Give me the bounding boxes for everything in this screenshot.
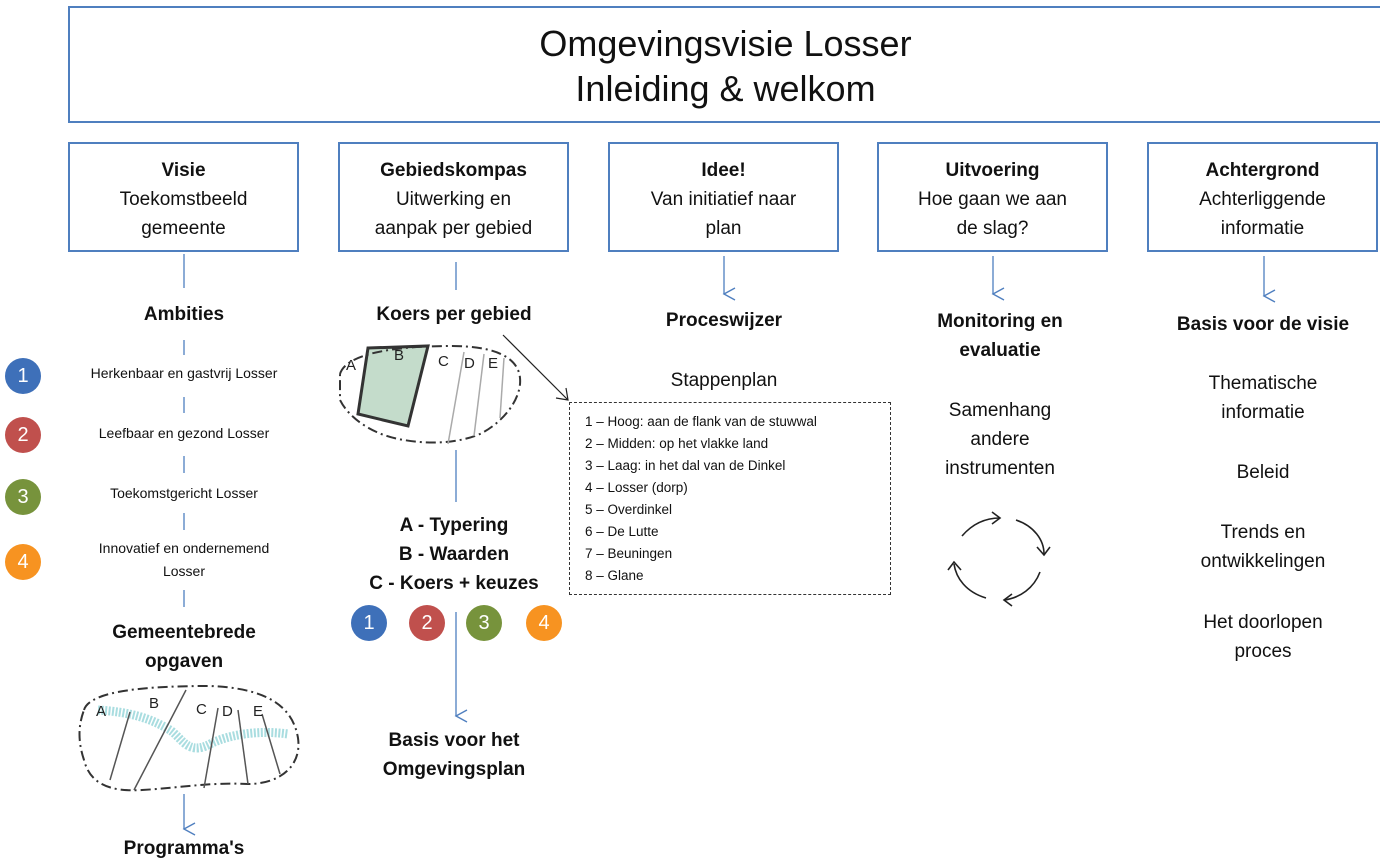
koers-title: Koers per gebied <box>376 304 532 325</box>
cycle-arrows-icon <box>947 511 1051 607</box>
samenhang-line: instrumenten <box>945 458 1055 479</box>
abc-list: A - Typering B - Waarden C - Koers + keu… <box>339 511 569 598</box>
title-box: Omgevingsvisie Losser Inleiding & welkom <box>68 6 1380 123</box>
column-title: Idee! <box>701 160 746 181</box>
ambitie-number-badge: 4 <box>5 544 41 580</box>
basis-line: Omgevingsplan <box>382 759 526 780</box>
column-gebiedskompas[interactable]: Gebiedskompas Uitwerking en aanpak per g… <box>338 142 569 252</box>
map-letter: A <box>346 357 356 374</box>
map-letter: C <box>438 353 449 370</box>
monitoring-title: Monitoring en evaluatie <box>885 307 1115 365</box>
achtergrond-item: Trends en ontwikkelingen <box>1148 518 1378 576</box>
column-title: Gebiedskompas <box>380 160 527 181</box>
list-item: 1 – Hoog: aan de flank van de stuwwal <box>585 414 817 429</box>
gebied-map: A B C D E <box>339 344 522 445</box>
proceswijzer-title: Proceswijzer <box>665 310 783 331</box>
list-item: 3 – Laag: in het dal van de Dinkel <box>585 458 786 473</box>
column-visie[interactable]: Visie Toekomstbeeld gemeente <box>68 142 299 252</box>
ambitie-label: Herkenbaar en gastvrij Losser <box>90 365 278 381</box>
map-letter: D <box>464 355 475 372</box>
samenhang-line: Samenhang <box>948 400 1052 421</box>
title-line-2: Inleiding & welkom <box>575 68 876 109</box>
abc-item: B - Waarden <box>398 544 510 565</box>
column-uitvoering[interactable]: Uitvoering Hoe gaan we aan de slag? <box>877 142 1108 252</box>
map-letter: B <box>149 695 159 712</box>
column-idee[interactable]: Idee! Van initiatief naar plan <box>608 142 839 252</box>
programmas-label: Programma's <box>123 838 245 859</box>
achtergrond-item-line: Het doorlopen <box>1203 612 1323 633</box>
column-title: Uitvoering <box>945 160 1040 181</box>
ambitie-label: Innovatief en ondernemend Losser <box>69 537 299 583</box>
list-item: 4 – Losser (dorp) <box>585 480 688 495</box>
monitoring-line: evaluatie <box>959 340 1041 361</box>
achtergrond-item-line: proces <box>1234 641 1292 662</box>
map-letter: D <box>222 703 233 720</box>
ambitie-label-line: Losser <box>162 563 206 579</box>
column-subtitle: Achterliggende <box>1199 189 1326 210</box>
map-letter: B <box>394 347 404 364</box>
achtergrond-item-line: Thematische <box>1208 373 1318 394</box>
list-item: 5 – Overdinkel <box>585 502 673 517</box>
column-subtitle: de slag? <box>956 218 1029 239</box>
pointer-line <box>502 334 569 401</box>
achtergrond-item: Thematische informatie <box>1148 369 1378 427</box>
list-item: 8 – Glane <box>585 568 644 583</box>
achtergrond-item-line: ontwikkelingen <box>1200 551 1326 572</box>
column-title: Achtergrond <box>1205 160 1320 181</box>
river-path <box>97 705 289 753</box>
basis-visie-title: Basis voor de visie <box>1176 314 1350 335</box>
ambitie-number-badge: 3 <box>5 479 41 515</box>
column-subtitle: Toekomstbeeld <box>119 189 248 210</box>
achtergrond-item-line: Trends en <box>1220 522 1306 543</box>
list-item: 2 – Midden: op het vlakke land <box>585 436 769 451</box>
ambitie-number-badge: 2 <box>409 605 445 641</box>
map-letter: C <box>196 701 207 718</box>
ambitie-number-badge: 1 <box>5 358 41 394</box>
map-letter: E <box>253 703 263 720</box>
samenhang-line: andere <box>970 429 1030 450</box>
abc-item: C - Koers + keuzes <box>369 573 539 594</box>
ambitie-label: Leefbaar en gezond Losser <box>98 425 270 441</box>
abc-item: A - Typering <box>399 515 509 536</box>
map-letter: A <box>96 703 106 720</box>
ambitie-label-line: Innovatief en ondernemend <box>98 540 270 556</box>
gebieden-list: 1 – Hoog: aan de flank van de stuwwal 2 … <box>569 402 891 595</box>
title-line-1: Omgevingsvisie Losser <box>539 23 912 64</box>
column-subtitle: Uitwerking en <box>395 189 512 210</box>
stappenplan-label: Stappenplan <box>670 370 778 391</box>
column-title: Visie <box>161 160 206 181</box>
basis-line: Basis voor het <box>388 730 520 751</box>
column-subtitle: plan <box>705 218 742 239</box>
monitoring-line: Monitoring en <box>937 311 1063 332</box>
gemeentebrede-opgaven: Gemeentebrede opgaven <box>69 618 299 676</box>
achtergrond-item-line: informatie <box>1221 402 1305 423</box>
ambitie-number-badge: 1 <box>351 605 387 641</box>
column-subtitle: gemeente <box>141 218 226 239</box>
basis-omgevingsplan: Basis voor het Omgevingsplan <box>339 726 569 784</box>
column-subtitle: aanpak per gebied <box>374 218 533 239</box>
column-achtergrond[interactable]: Achtergrond Achterliggende informatie <box>1147 142 1378 252</box>
ambitie-number-badge: 2 <box>5 417 41 453</box>
list-item: 6 – De Lutte <box>585 524 659 539</box>
samenhang-text: Samenhang andere instrumenten <box>885 396 1115 483</box>
achtergrond-item: Het doorlopen proces <box>1148 608 1378 666</box>
highlighted-area <box>356 344 430 428</box>
opgaven-line: opgaven <box>144 651 224 672</box>
map-letter: E <box>488 355 498 372</box>
municipality-map-river: A B C D E <box>78 684 300 792</box>
ambitie-label: Toekomstgericht Losser <box>110 485 258 501</box>
column-subtitle: Hoe gaan we aan <box>918 189 1067 210</box>
opgaven-line: Gemeentebrede <box>112 622 256 643</box>
pointer-arrowhead-icon <box>555 387 569 401</box>
ambities-title: Ambities <box>143 304 225 325</box>
column-subtitle: informatie <box>1220 218 1305 239</box>
achtergrond-item: Beleid <box>1148 458 1378 487</box>
column-subtitle: Van initiatief naar <box>650 189 797 210</box>
ambitie-number-badge: 3 <box>466 605 502 641</box>
list-item: 7 – Beuningen <box>585 546 673 561</box>
achtergrond-item-line: Beleid <box>1236 462 1290 483</box>
ambitie-number-badge: 4 <box>526 605 562 641</box>
